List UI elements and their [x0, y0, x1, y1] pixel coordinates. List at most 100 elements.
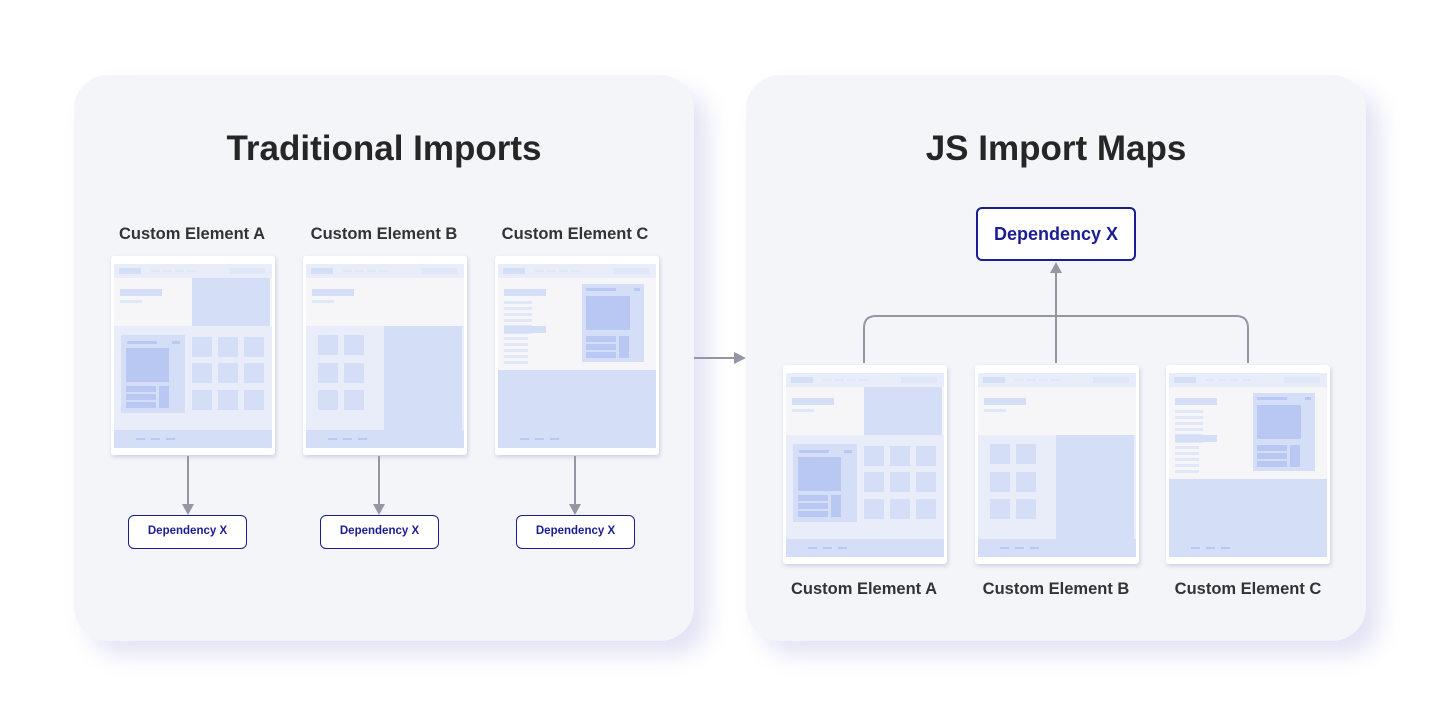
wireframe-card-image — [586, 296, 630, 330]
wireframe-grid-tile — [192, 390, 212, 410]
wireframe-text-line — [504, 307, 532, 310]
wireframe-footer — [786, 539, 944, 557]
left-dependency-a: Dependency X — [128, 515, 247, 549]
wireframe-card-title — [1257, 397, 1287, 400]
wireframe-logo — [503, 268, 525, 274]
wireframe-card-side — [159, 386, 169, 408]
wireframe-card-row — [798, 511, 828, 517]
wireframe-grid-tile — [218, 390, 238, 410]
wireframe-grid-tile — [1016, 472, 1036, 492]
wireframe-hero-title — [792, 398, 834, 405]
wireframe-search — [901, 377, 937, 383]
wireframe-feature-image — [384, 326, 462, 430]
wireframe-nav-item — [559, 270, 568, 272]
wireframe-logo — [983, 377, 1005, 383]
wireframe-grid-tile — [990, 472, 1010, 492]
wireframe-text-line — [504, 313, 532, 316]
wireframe-text-line — [1175, 410, 1203, 413]
wireframe-nav-item — [1242, 379, 1251, 381]
wireframe-card-image — [1257, 405, 1301, 439]
wireframe-text-line — [1175, 452, 1199, 455]
wireframe-footer-link — [520, 438, 529, 440]
wireframe-grid-tile — [916, 499, 936, 519]
wireframe-hero-title — [504, 289, 546, 296]
wireframe-footer-link — [550, 438, 559, 440]
wireframe-grid-tile — [344, 335, 364, 355]
wireframe-grid-tile — [864, 499, 884, 519]
wireframe-nav-item — [1206, 379, 1215, 381]
wireframe-hero-text — [312, 300, 334, 303]
wireframe-card-image — [798, 457, 841, 491]
wireframe-nav-item — [847, 379, 856, 381]
wireframe-footer-link — [838, 547, 847, 549]
wireframe-text-line — [504, 319, 532, 322]
wireframe-card-row — [1257, 461, 1287, 467]
wireframe-nav-item — [343, 270, 352, 272]
wireframe-subtitle — [1175, 435, 1217, 442]
wireframe-card-title — [799, 450, 829, 453]
wireframe-text-line — [1175, 470, 1199, 473]
wireframe-search — [613, 268, 649, 274]
wireframe-card-row — [798, 503, 828, 509]
wireframe-footer-link — [136, 438, 145, 440]
wireframe-search — [421, 268, 457, 274]
right-element-a-wireframe — [783, 365, 947, 564]
wireframe-card-row — [586, 344, 616, 350]
left-element-c-label: Custom Element C — [501, 225, 649, 243]
wireframe-nav-item — [1051, 379, 1060, 381]
wireframe-card-row — [126, 386, 156, 392]
wireframe-nav-item — [379, 270, 388, 272]
wireframe-nav-item — [859, 379, 868, 381]
wireframe-grid-tile — [1016, 444, 1036, 464]
wireframe-search — [229, 268, 265, 274]
wireframe-footer — [306, 430, 464, 448]
wireframe-text-line — [504, 361, 528, 364]
wireframe-text-line — [1175, 464, 1199, 467]
wireframe-text-line — [504, 301, 532, 304]
wireframe-grid-tile — [244, 390, 264, 410]
wireframe-grid-tile — [1016, 499, 1036, 519]
wireframe-card-tag — [172, 341, 180, 344]
left-dependency-b: Dependency X — [320, 515, 439, 549]
left-element-a-label: Custom Element A — [118, 225, 266, 243]
wireframe-card-row — [586, 352, 616, 358]
shared-dependency: Dependency X — [976, 207, 1136, 261]
wireframe-text-line — [504, 343, 528, 346]
wireframe-hero-image — [864, 387, 942, 435]
wireframe-grid-tile — [890, 472, 910, 492]
wireframe-grid-tile — [244, 363, 264, 383]
wireframe-grid-tile — [890, 446, 910, 466]
wireframe-grid-tile — [318, 363, 338, 383]
wireframe-footer-link — [1030, 547, 1039, 549]
wireframe-footer-link — [1015, 547, 1024, 549]
wireframe-hero-title — [984, 398, 1026, 405]
wireframe-nav-item — [355, 270, 364, 272]
wireframe-grid-tile — [218, 363, 238, 383]
left-dependency-c: Dependency X — [516, 515, 635, 549]
wireframe-hero-image — [192, 278, 270, 326]
wireframe-card-row — [126, 394, 156, 400]
wireframe-card-row — [798, 495, 828, 501]
wireframe-card-side — [619, 336, 629, 358]
right-element-c-wireframe — [1166, 365, 1330, 564]
wireframe-card-row — [586, 336, 616, 342]
wireframe-grid-tile — [218, 337, 238, 357]
wireframe-nav-item — [571, 270, 580, 272]
wireframe-text-line — [504, 337, 528, 340]
wireframe-grid-tile — [318, 335, 338, 355]
left-element-a-wireframe — [111, 256, 275, 455]
wireframe-footer-link — [328, 438, 337, 440]
wireframe-card-side — [831, 495, 841, 517]
wireframe-nav-item — [1015, 379, 1024, 381]
wireframe-footer-link — [358, 438, 367, 440]
wireframe-footer-link — [1191, 547, 1200, 549]
wireframe-subtitle — [504, 326, 546, 333]
wireframe-logo — [791, 377, 813, 383]
wireframe-footer-link — [343, 438, 352, 440]
wireframe-nav-item — [1218, 379, 1227, 381]
wireframe-nav-item — [823, 379, 832, 381]
wireframe-footer — [1169, 539, 1327, 557]
wireframe-grid-tile — [916, 472, 936, 492]
wireframe-footer-link — [166, 438, 175, 440]
wireframe-footer-link — [535, 438, 544, 440]
